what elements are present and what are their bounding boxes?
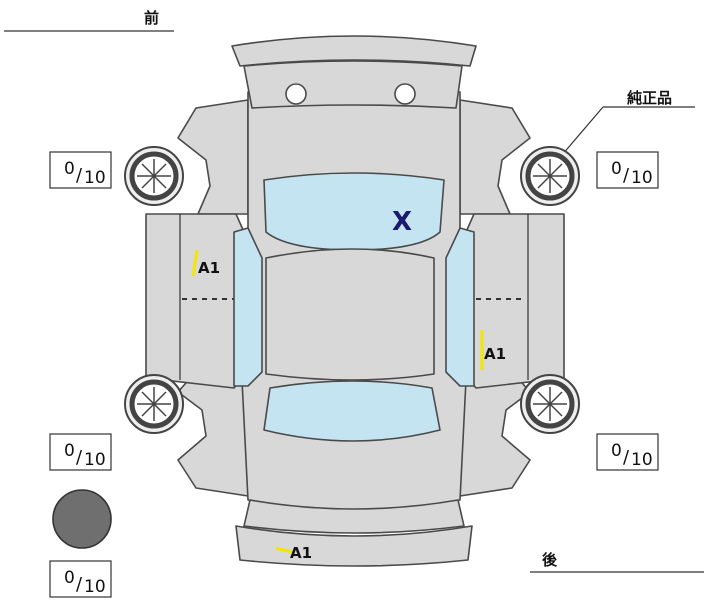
tread-max-rear-left: 10 (84, 450, 106, 470)
tread-box-spare[interactable]: 0 / 10 (49, 560, 112, 598)
tread-max-front-left: 10 (84, 168, 106, 188)
rear-bumper[interactable] (235, 525, 473, 567)
tread-box-front-right[interactable]: 0 / 10 (596, 151, 659, 189)
scratch-marker-rear-bumper (275, 546, 293, 554)
windshield[interactable] (263, 172, 445, 251)
tread-box-rear-left[interactable]: 0 / 10 (49, 433, 112, 471)
tread-max-front-right: 10 (631, 168, 653, 188)
tread-box-front-left[interactable]: 0 / 10 (49, 151, 112, 189)
tread-max-spare: 10 (84, 577, 106, 597)
left-rear-fender[interactable] (177, 371, 249, 497)
rear-deck[interactable] (243, 499, 465, 534)
right-rear-fender[interactable] (459, 371, 531, 497)
damage-code-rear-bumper: A1 (290, 544, 312, 562)
left-headlight[interactable] (285, 83, 307, 105)
damage-code-left-door: A1 (198, 259, 220, 277)
front-right-wheel[interactable] (520, 146, 580, 206)
left-side-window[interactable] (233, 227, 263, 387)
tread-max-rear-right: 10 (631, 450, 653, 470)
front-bumper[interactable] (231, 35, 477, 67)
tread-slash: / (623, 165, 630, 186)
tread-value-front-right: 0 (611, 159, 622, 179)
damage-code-right-door: A1 (484, 345, 506, 363)
spare-tire-icon[interactable] (52, 489, 112, 549)
right-headlight[interactable] (394, 83, 416, 105)
tread-value-spare: 0 (64, 568, 75, 588)
tread-slash: / (76, 447, 83, 468)
tread-box-rear-right[interactable]: 0 / 10 (596, 433, 659, 471)
tread-slash: / (623, 447, 630, 468)
right-front-fender[interactable] (459, 99, 531, 215)
front-left-wheel[interactable] (124, 146, 184, 206)
tread-value-rear-left: 0 (64, 441, 75, 461)
left-side-panel[interactable] (145, 213, 245, 389)
tread-slash: / (76, 165, 83, 186)
left-front-fender[interactable] (177, 99, 249, 215)
scratch-marker-left-door (191, 249, 199, 277)
damage-x-windshield: X (392, 207, 412, 237)
rear-label: 後 (541, 551, 558, 569)
front-label: 前 (144, 9, 159, 27)
roof[interactable] (265, 248, 435, 381)
genuine-parts-label: 純正品 (627, 89, 672, 107)
tread-slash: / (76, 574, 83, 595)
tread-value-front-left: 0 (64, 159, 75, 179)
right-side-window[interactable] (445, 227, 475, 387)
rear-left-wheel[interactable] (124, 374, 184, 434)
rear-window[interactable] (263, 380, 441, 442)
tread-value-rear-right: 0 (611, 441, 622, 461)
rear-right-wheel[interactable] (520, 374, 580, 434)
front-grille[interactable] (243, 60, 463, 109)
